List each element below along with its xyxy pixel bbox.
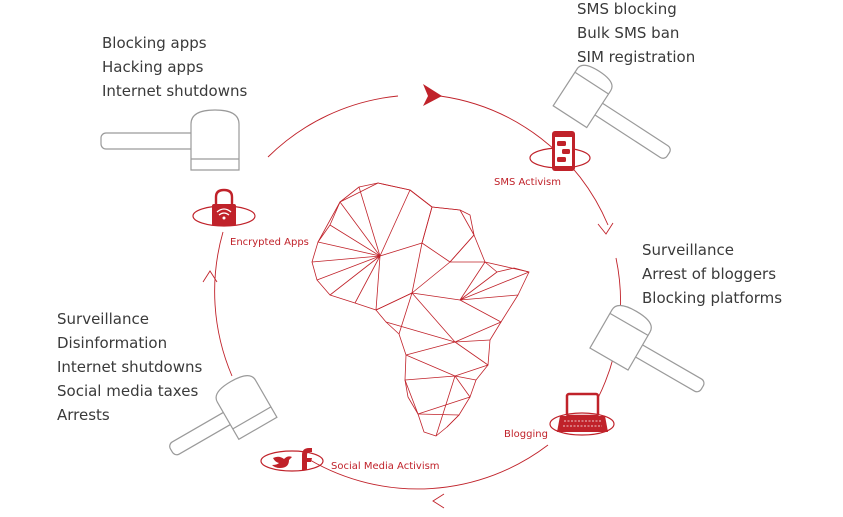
- gavel-right: [589, 304, 705, 393]
- node-blogging: [549, 392, 615, 436]
- cycle-direction-arrows: [202, 222, 614, 509]
- chevron-up-icon: [202, 270, 218, 283]
- list-item: Social media taxes: [57, 382, 199, 400]
- list-item: Arrests: [57, 406, 110, 424]
- africa-outline: [311, 182, 530, 437]
- laptop-icon: [557, 416, 608, 432]
- padlock-wifi-icon: [212, 204, 236, 226]
- list-item: Blocking platforms: [642, 289, 783, 307]
- gavel-top-left: [100, 109, 240, 171]
- africa-wireframe-map: [311, 182, 530, 437]
- padlock-shackle: [214, 188, 234, 205]
- list-item: Internet shutdowns: [102, 82, 248, 100]
- cycle-path: [214, 95, 621, 490]
- list-item: Bulk SMS ban: [577, 24, 680, 42]
- facebook-f-icon: [302, 448, 312, 470]
- list-item: Surveillance: [642, 241, 734, 259]
- label-social-media-activism: Social Media Activism: [331, 461, 440, 472]
- list-item: SIM registration: [577, 48, 696, 66]
- label-sms-activism: SMS Activism: [494, 177, 562, 188]
- label-blogging: Blogging: [504, 429, 548, 440]
- chevron-left-icon: [432, 493, 445, 509]
- node-sms-activism: [529, 131, 591, 171]
- list-item: SMS blocking: [577, 0, 677, 18]
- threats-top-right-list: SMS blocking Bulk SMS ban SIM registrati…: [577, 0, 695, 69]
- node-social-media: [260, 448, 324, 472]
- twitter-bird-icon: [272, 456, 292, 468]
- label-encrypted-apps: Encrypted Apps: [230, 237, 309, 248]
- list-item: Internet shutdowns: [57, 358, 203, 376]
- gavel-left: [169, 375, 278, 456]
- list-item: Hacking apps: [102, 58, 204, 76]
- threats-top-left-list: Blocking apps Hacking apps Internet shut…: [102, 31, 247, 103]
- list-item: Surveillance: [57, 310, 149, 328]
- list-item: Arrest of bloggers: [642, 265, 777, 283]
- threats-left-list: Surveillance Disinformation Internet shu…: [57, 307, 202, 427]
- gavel-top-right: [552, 64, 671, 159]
- threats-right-list: Surveillance Arrest of bloggers Blocking…: [642, 238, 782, 310]
- cycle-start-arrow-icon: [423, 84, 442, 106]
- list-item: Blocking apps: [102, 34, 207, 52]
- node-encrypted-apps: [192, 188, 256, 227]
- list-item: Disinformation: [57, 334, 168, 352]
- chevron-down-icon: [597, 222, 614, 235]
